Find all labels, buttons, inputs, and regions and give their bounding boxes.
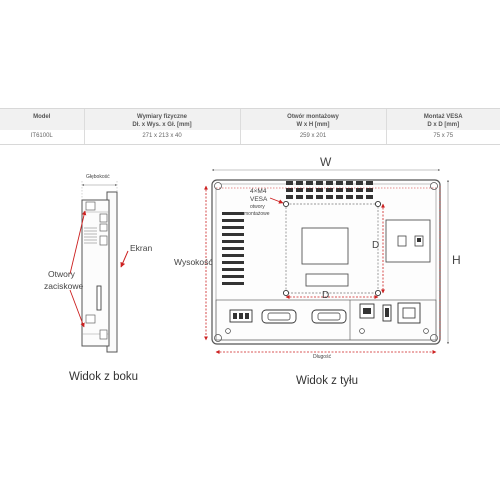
width-letter: W bbox=[320, 155, 332, 169]
label-plate bbox=[301, 227, 349, 265]
vesa-arrow bbox=[269, 197, 284, 204]
holes-label-line1: Otwory bbox=[48, 269, 75, 279]
value-mounting-hole: 259 x 201 bbox=[239, 130, 386, 145]
side-clamp-bottom bbox=[85, 314, 96, 324]
io-screw-mid bbox=[359, 328, 365, 334]
holes-arrow-top bbox=[69, 210, 87, 275]
vesa-hole-br bbox=[374, 289, 382, 297]
value-physical-dimensions: 271 x 213 x 40 bbox=[83, 130, 240, 145]
side-view-caption: Widok z boku bbox=[69, 371, 139, 383]
corner-screw-tl bbox=[214, 182, 222, 190]
vesa-pattern bbox=[285, 203, 379, 294]
header-model: Model bbox=[0, 108, 84, 130]
vesa-d-vertical-label: D bbox=[372, 240, 380, 251]
side-port-3 bbox=[99, 235, 108, 246]
io-panel bbox=[215, 299, 437, 341]
corner-screw-bl bbox=[214, 334, 222, 342]
com-port-1 bbox=[261, 309, 297, 324]
side-sd-slot bbox=[96, 285, 102, 311]
side-clamp-top bbox=[85, 201, 96, 211]
corner-screw-tr bbox=[430, 182, 438, 190]
left-vent-stack bbox=[222, 212, 244, 285]
vesa-hole-tl bbox=[282, 200, 290, 208]
screen-arrow bbox=[120, 250, 129, 268]
value-vesa-mount: 75 x 75 bbox=[385, 130, 500, 145]
vesa-hole-bl bbox=[282, 289, 290, 297]
side-vent-lines bbox=[84, 227, 97, 244]
vesa-line3: otwory bbox=[250, 204, 265, 210]
vesa-line4: montażowe bbox=[244, 211, 270, 217]
side-port-4 bbox=[99, 329, 108, 340]
side-port-1 bbox=[99, 213, 108, 223]
length-label: Długość bbox=[313, 354, 332, 360]
value-model: IT6100L bbox=[0, 130, 84, 145]
io-screw-right bbox=[423, 328, 429, 334]
vesa-hole-tr bbox=[374, 200, 382, 208]
top-vent-grid bbox=[286, 181, 373, 199]
ethernet-port bbox=[397, 302, 421, 324]
depth-label: Głębokość bbox=[86, 174, 110, 180]
screen-label: Ekran bbox=[130, 243, 153, 253]
height-label: Wysokość bbox=[174, 257, 213, 267]
name-plate bbox=[305, 273, 349, 287]
vesa-line2: VESA bbox=[250, 196, 268, 203]
sd-switch bbox=[397, 235, 407, 247]
rear-view bbox=[204, 168, 450, 354]
vesa-d-horizontal-label: D bbox=[322, 290, 330, 301]
io-screw-left bbox=[225, 328, 231, 334]
rear-view-caption: Widok z tyłu bbox=[296, 375, 358, 387]
com-port-2 bbox=[311, 309, 347, 324]
corner-screw-br bbox=[430, 334, 438, 342]
vesa-line1: 4×M4 bbox=[250, 188, 267, 195]
holes-arrow-bottom bbox=[69, 289, 85, 328]
side-port-2 bbox=[99, 223, 108, 232]
spec-table-value-row: IT6100L 271 x 213 x 40 259 x 201 75 x 75 bbox=[0, 130, 500, 145]
side-view bbox=[69, 181, 129, 353]
height-letter: H bbox=[452, 253, 461, 267]
holes-label-line2: zaciskowe bbox=[44, 281, 84, 291]
